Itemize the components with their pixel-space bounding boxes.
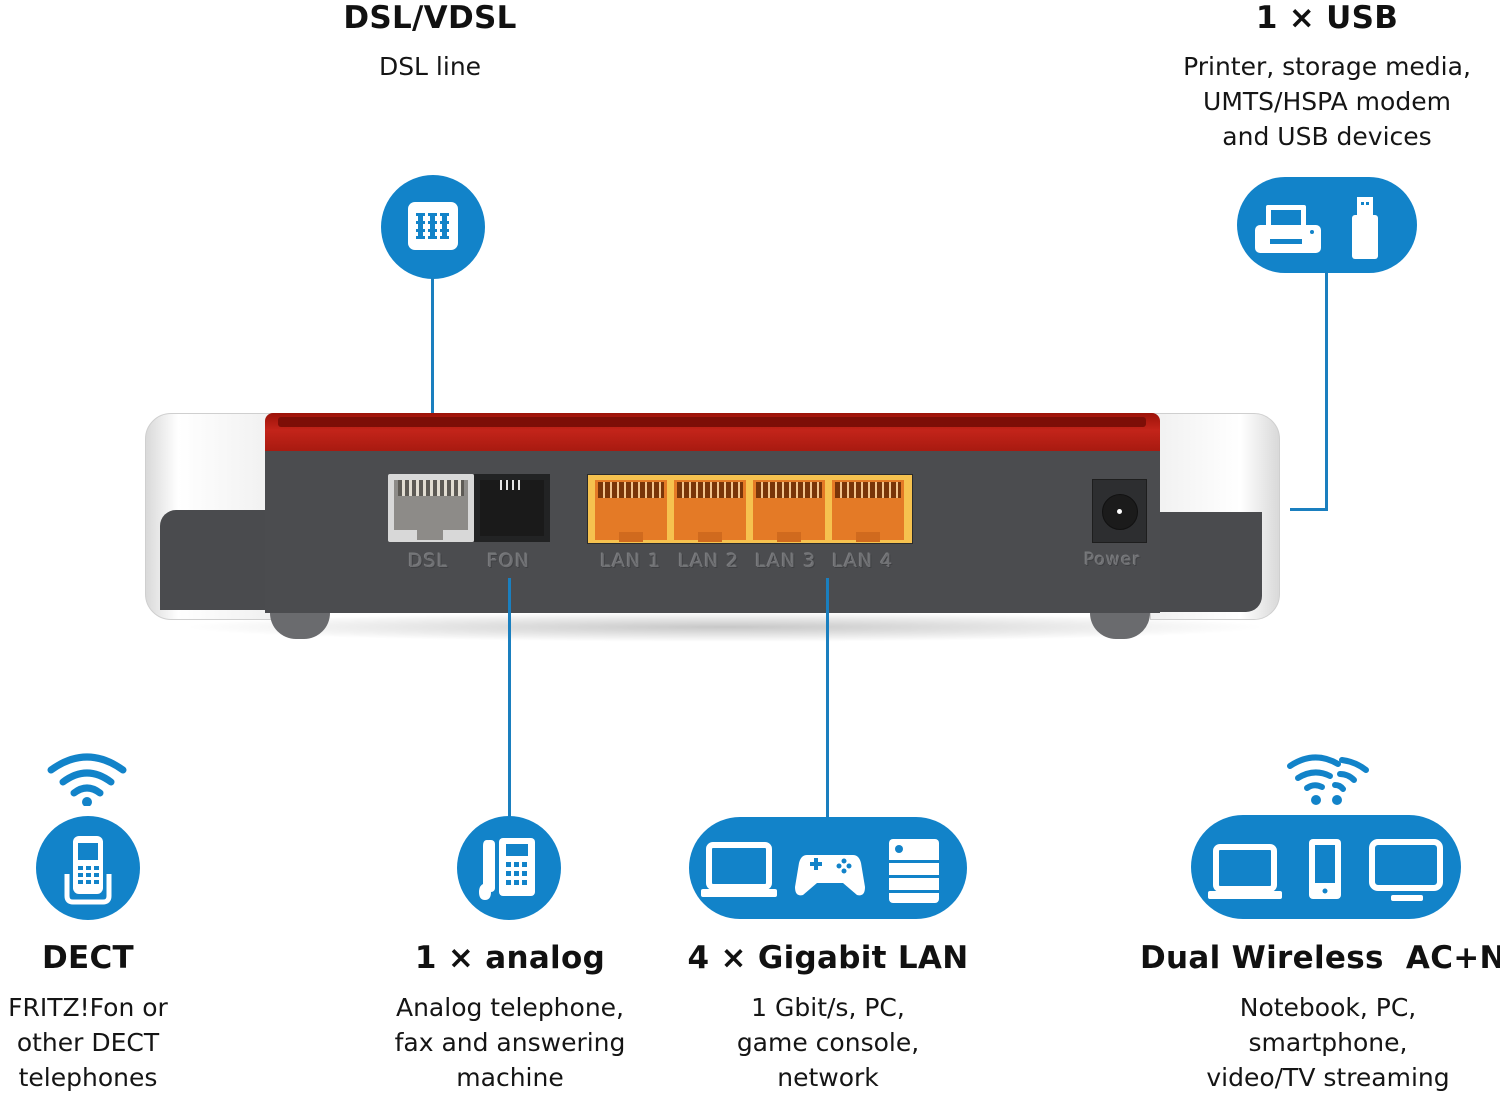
port-label-lan2: LAN 2 [678,550,740,572]
usb-description: Printer, storage media, UMTS/HSPA modem … [1183,52,1471,151]
lan-description: 1 Gbit/s, PC, game console, network [736,993,920,1092]
wireless-icon-pill [1191,815,1461,919]
power-jack [1092,479,1147,543]
usb-stick-icon [1352,197,1378,259]
lan-port-4 [832,480,904,542]
lan-port-2 [674,480,746,542]
lan-ports [587,474,913,544]
usb-connector-elbow [1290,508,1328,511]
dsl-port-icon [381,175,485,279]
monitor-icon [1369,839,1443,901]
dsl-connector-line [431,278,434,460]
dsl-description: DSL line [378,52,482,81]
port-label-power: Power [1084,550,1141,570]
lan-port-3 [753,480,825,542]
laptop-icon [1208,844,1282,899]
router-device: DSL FON LAN 1 LAN 2 LAN 3 LAN 4 Power [140,400,1300,650]
port-label-dsl: DSL [408,550,449,572]
fon-connector-line [508,578,511,818]
smartphone-icon [1309,839,1341,899]
port-label-lan3: LAN 3 [755,550,817,572]
gamepad-icon [795,855,865,896]
dect-title: DECT [41,940,134,976]
cordless-phone-icon [36,816,140,920]
lan-connector-line [826,578,829,818]
usb-icon-pill [1237,177,1417,273]
wireless-title: Dual Wireless AC+N [1140,940,1500,976]
dect-description: FRITZ!Fon or other DECT telephones [8,993,168,1092]
analog-title: 1 × analog [414,940,606,976]
port-label-fon: FON [487,550,531,572]
usb-connector-line [1325,272,1328,510]
dual-wifi-icon [1280,752,1374,806]
wireless-description: Notebook, PC, smartphone, video/TV strea… [1206,993,1450,1092]
laptop-icon [701,842,777,897]
analog-description: Analog telephone, fax and answering mach… [394,993,626,1092]
lan-icon-pill [689,817,967,919]
port-label-lan4: LAN 4 [832,550,894,572]
lan-title: 4 × Gigabit LAN [687,940,969,976]
port-label-lan1: LAN 1 [600,550,662,572]
server-icon [889,839,939,903]
fon-port [474,474,550,542]
lan-port-1 [595,480,667,542]
dsl-port [388,474,474,542]
wifi-signal-icon [45,750,129,806]
printer-icon [1255,205,1321,253]
dsl-title: DSL/VDSL [343,0,517,36]
desk-phone-icon [457,816,561,920]
usb-title: 1 × USB [1255,0,1399,36]
